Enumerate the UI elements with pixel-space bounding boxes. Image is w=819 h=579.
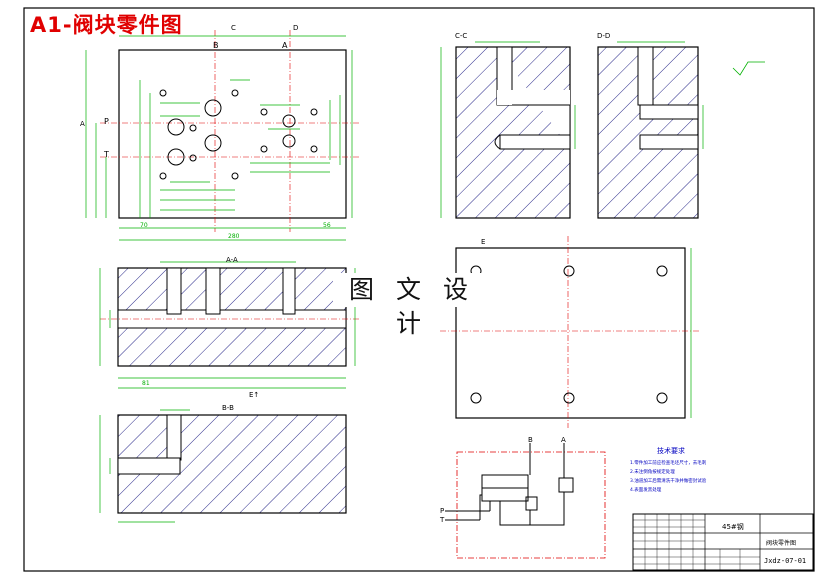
section-aa-view: A-A 81 E↑ (99, 256, 360, 399)
section-aa-dim-left: 81 (142, 380, 150, 387)
section-bb-label: B-B (222, 404, 234, 412)
title-block-material: 45#钢 (722, 522, 744, 531)
view-e-label: E (481, 238, 485, 246)
tech-req-line-1: 1.零件加工前应检查毛坯尺寸，去毛刺 (630, 459, 707, 466)
bottom-dim-left: 70 (140, 222, 148, 229)
section-cc-view: C-C (440, 32, 576, 219)
drawing-title: A1-阀块零件图 (30, 13, 183, 37)
title-block-drawing-no: Jxdz-07-01 (764, 557, 806, 565)
overall-dimension: 280 (228, 233, 240, 240)
main-view-outline (118, 49, 347, 219)
section-aa-label: A-A (226, 256, 238, 264)
sheet-border (23, 7, 815, 572)
bottom-dim-right: 56 (323, 222, 331, 229)
tech-req-line-2: 2.未注倒角按规定处理 (630, 468, 675, 475)
side-label-p: P (104, 117, 109, 126)
schematic-port-a: A (561, 436, 566, 444)
schematic-port-p: P (440, 507, 444, 515)
hydraulic-schematic: B A P T (439, 436, 606, 559)
tech-req-line-4: 4.表面发黑处理 (630, 486, 662, 493)
watermark: 图 文 设 计 (333, 273, 491, 338)
section-dd-label: D-D (597, 32, 610, 40)
section-cut-label: A (80, 120, 85, 128)
section-mark-c: C (231, 24, 236, 32)
tech-req-title: 技术要求 (657, 446, 685, 455)
schematic-port-b: B (528, 436, 533, 444)
section-bb-view: B-B (99, 404, 347, 523)
section-cc-label: C-C (455, 32, 467, 40)
port-label-b: B (213, 41, 219, 50)
port-label-a: A (282, 41, 288, 50)
section-dd-view: D-D (597, 32, 765, 219)
section-mark-d: D (293, 24, 298, 32)
view-e: E (440, 236, 700, 428)
main-view: P T A B A C D 280 70 56 (80, 24, 360, 241)
tech-req-line-3: 3.油道加工后需清洗干净并做密封试验 (630, 477, 707, 484)
section-aa-dim-mark: E↑ (249, 391, 259, 399)
title-block: 45#钢 阀块零件图 Jxdz-07-01 (632, 513, 814, 571)
schematic-port-t: T (439, 516, 445, 524)
technical-requirements: 技术要求 1.零件加工前应检查毛坯尺寸，去毛刺 2.未注倒角按规定处理 3.油道… (630, 446, 707, 493)
side-label-t: T (103, 150, 109, 159)
title-block-part-name: 阀块零件图 (766, 539, 796, 547)
